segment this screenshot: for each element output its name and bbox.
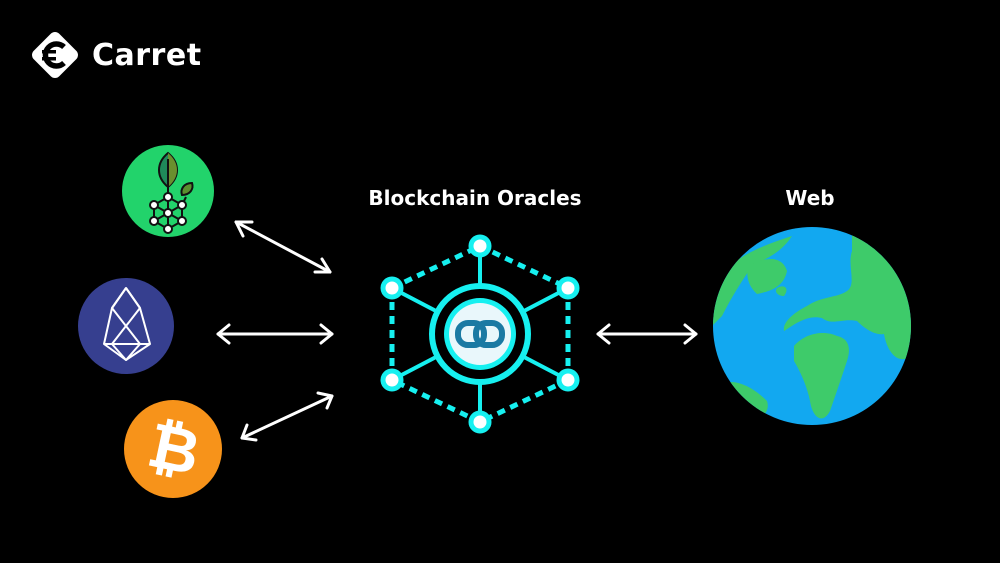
web-heading: Web bbox=[785, 186, 835, 210]
sprout-node bbox=[122, 145, 214, 237]
oracle-hub bbox=[378, 232, 582, 436]
chain-link-icon bbox=[455, 320, 505, 348]
brand-logo: Carret bbox=[26, 26, 202, 84]
globe-icon bbox=[713, 227, 911, 425]
arrow-sprout-oracles bbox=[234, 220, 332, 274]
sprout-network-icon bbox=[122, 145, 214, 237]
oracle-hub-icon bbox=[380, 234, 580, 434]
brand-name: Carret bbox=[92, 37, 202, 73]
arrow-oracles-web bbox=[596, 323, 698, 345]
arrow-eos-oracles bbox=[216, 323, 334, 345]
bitcoin-node: ₿ bbox=[124, 400, 222, 498]
oracles-heading: Blockchain Oracles bbox=[368, 186, 582, 210]
eos-icon bbox=[78, 278, 174, 374]
arrow-bitcoin-oracles bbox=[240, 391, 334, 442]
euro-diamond-icon bbox=[32, 32, 78, 78]
bitcoin-icon: ₿ bbox=[124, 400, 222, 498]
web-node bbox=[712, 226, 912, 426]
eos-node bbox=[78, 278, 174, 374]
